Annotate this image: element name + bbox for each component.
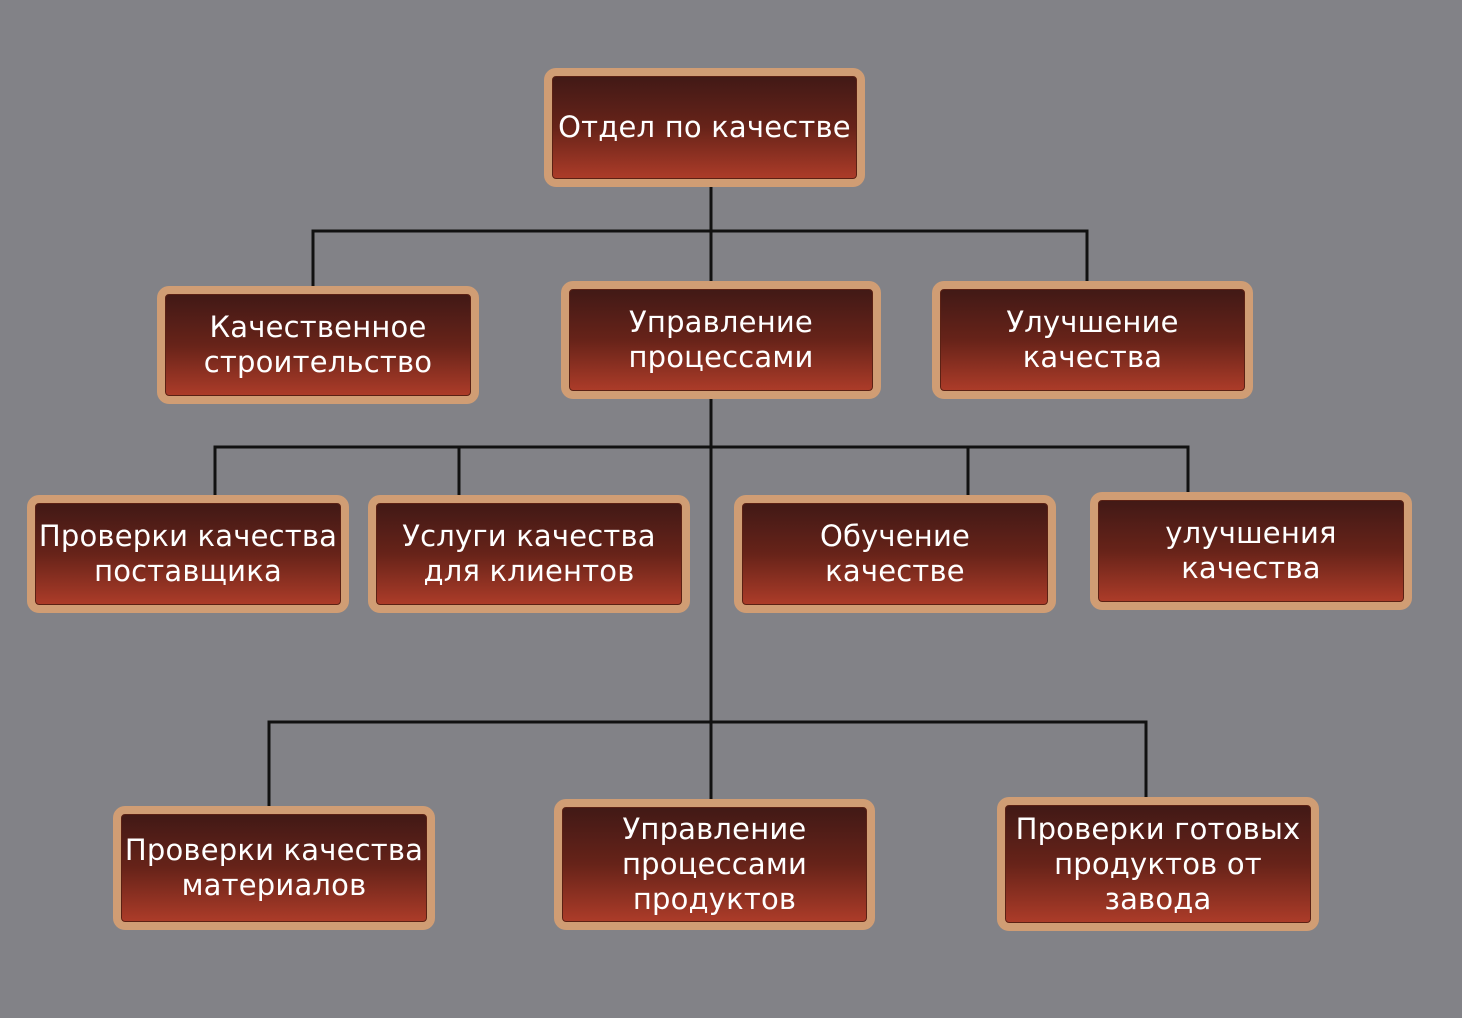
node-quality-construction-label: Качественное строительство	[203, 310, 433, 379]
node-material-quality-checks-label: Проверки качества материалов	[124, 833, 424, 902]
node-quality-training-label: Обучение качестве	[819, 519, 971, 588]
node-material-quality-checks: Проверки качества материалов	[113, 806, 435, 930]
node-client-quality-services-label: Услуги качества для клиентов	[402, 519, 656, 588]
node-quality-training: Обучение качестве	[734, 495, 1056, 613]
node-supplier-quality-checks: Проверки качества поставщика	[27, 495, 349, 613]
node-product-process-management-label: Управление процессами продуктов	[621, 812, 808, 916]
node-quality-improvements-label: улучшения качества	[1165, 516, 1337, 585]
node-quality-improvement: Улучшение качества	[932, 281, 1253, 399]
node-product-process-management: Управление процессами продуктов	[554, 799, 875, 930]
node-supplier-quality-checks-label: Проверки качества поставщика	[38, 519, 338, 588]
node-quality-department-label: Отдел по качестве	[558, 110, 851, 144]
node-process-management-label: Управление процессами	[628, 305, 814, 374]
node-quality-improvement-label: Улучшение качества	[1006, 305, 1179, 374]
node-client-quality-services: Услуги качества для клиентов	[368, 495, 690, 613]
node-quality-department: Отдел по качестве	[544, 68, 865, 187]
node-finished-product-checks: Проверки готовых продуктов от завода	[997, 797, 1319, 931]
node-quality-construction: Качественное строительство	[157, 286, 479, 404]
node-quality-improvements: улучшения качества	[1090, 492, 1412, 610]
node-process-management: Управление процессами	[561, 281, 881, 399]
node-finished-product-checks-label: Проверки готовых продуктов от завода	[1015, 811, 1301, 916]
